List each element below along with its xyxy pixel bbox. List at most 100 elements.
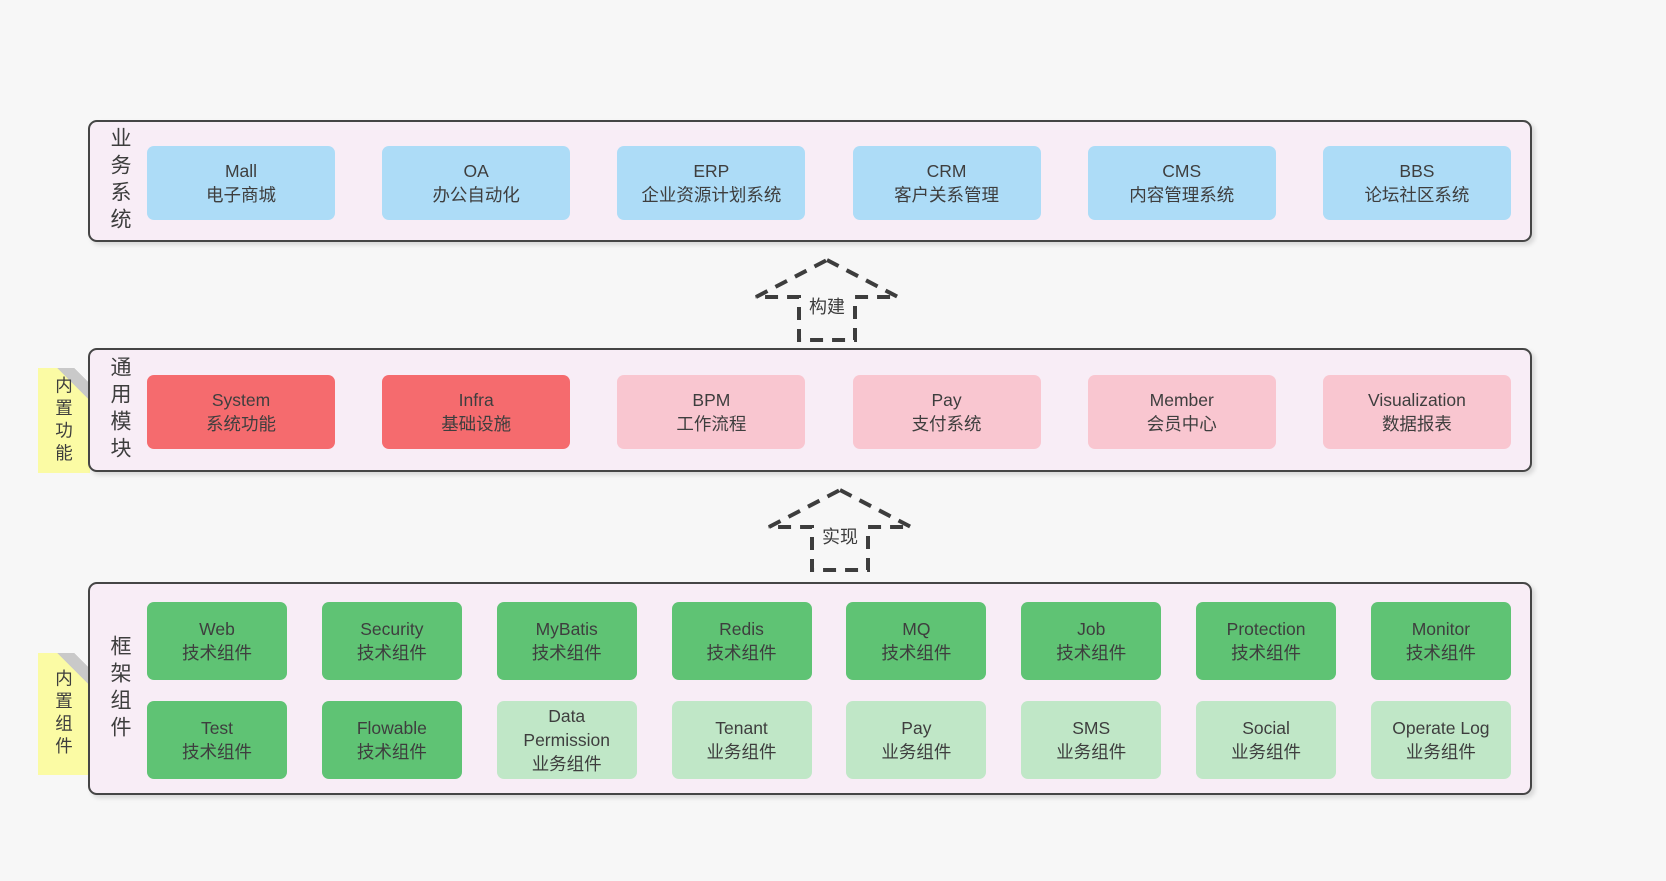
module-subtitle: 技术组件 <box>531 643 602 663</box>
sticky-note-builtin-components: 内置组件 <box>38 653 90 775</box>
module-title: Mall <box>224 161 258 181</box>
module-subtitle: 技术组件 <box>1405 643 1476 663</box>
module-box-bbs: BBS 论坛社区系统 <box>1322 146 1511 220</box>
module-subtitle: 电子商城 <box>206 185 276 205</box>
module-box-security: Security 技术组件 <box>321 602 462 680</box>
section-label-framework-components: 框架组件 <box>108 634 131 743</box>
module-title: CRM <box>926 161 967 181</box>
module-title: Security <box>360 619 424 639</box>
common-modules-row: System 系统功能 Infra 基础设施 BPM 工作流程 Pay 支付系统 Member 会… <box>147 375 1511 449</box>
module-box-pay: Pay 业务组件 <box>846 701 987 779</box>
module-subtitle: 业务组件 <box>1231 742 1302 762</box>
module-subtitle: 技术组件 <box>356 742 427 762</box>
module-title: BPM <box>692 390 731 410</box>
sticky-note-builtin-components-label: 内置组件 <box>53 669 74 759</box>
module-subtitle: 支付系统 <box>911 414 982 434</box>
arrow-build: 构建 <box>752 257 902 343</box>
module-title: Operate Log <box>1392 718 1490 738</box>
module-title: Monitor <box>1411 619 1471 639</box>
module-subtitle: 业务组件 <box>1056 742 1127 762</box>
module-box-mq: MQ 技术组件 <box>846 602 987 680</box>
module-title: Web <box>199 619 235 639</box>
module-subtitle: 技术组件 <box>356 643 427 663</box>
module-subtitle: 内容管理系统 <box>1129 185 1235 205</box>
module-box-social: Social 业务组件 <box>1196 701 1337 779</box>
module-box-oa: OA 办公自动化 <box>382 146 571 220</box>
module-subtitle: 业务组件 <box>1405 742 1476 762</box>
module-subtitle: 数据报表 <box>1381 414 1452 434</box>
module-title: Pay <box>931 390 962 410</box>
module-subtitle: 企业资源计划系统 <box>641 185 782 205</box>
module-title: Infra <box>458 390 494 410</box>
business-systems-row: Mall 电子商城 OA 办公自动化 ERP 企业资源计划系统 CRM 客户关系管理 CMS 内容… <box>147 146 1511 220</box>
module-title: MyBatis <box>535 619 598 639</box>
module-title: Data Permission <box>523 706 610 750</box>
module-box-mybatis: MyBatis 技术组件 <box>496 602 637 680</box>
module-subtitle: 技术组件 <box>1231 643 1302 663</box>
section-business-systems: 业务系统 Mall 电子商城 OA 办公自动化 ERP 企业资源计划系统 CRM 客户关系管理… <box>88 120 1532 242</box>
module-box-crm: CRM 客户关系管理 <box>852 146 1041 220</box>
module-box-protection: Protection 技术组件 <box>1196 602 1337 680</box>
module-box-member: Member 会员中心 <box>1087 375 1276 449</box>
section-label-business-systems: 业务系统 <box>108 127 131 235</box>
module-box-monitor: Monitor 技术组件 <box>1370 602 1511 680</box>
module-box-tenant: Tenant 业务组件 <box>671 701 812 779</box>
module-title: Test <box>200 718 234 738</box>
module-subtitle: 基础设施 <box>441 414 512 434</box>
module-box-web: Web 技术组件 <box>147 602 287 680</box>
module-subtitle: 业务组件 <box>706 742 777 762</box>
module-title: Redis <box>719 619 764 639</box>
module-box-bpm: BPM 工作流程 <box>617 375 806 449</box>
section-common-modules: 通用模块 System 系统功能 Infra 基础设施 BPM 工作流程 Pay 支付系统 Me… <box>88 348 1532 472</box>
module-title: System <box>211 390 271 410</box>
arrow-build-label: 构建 <box>806 293 848 319</box>
module-title: ERP <box>693 161 730 181</box>
module-subtitle: 客户关系管理 <box>894 185 1000 205</box>
module-title: CMS <box>1162 161 1202 181</box>
module-box-job: Job 技术组件 <box>1021 602 1162 680</box>
module-title: BBS <box>1399 161 1435 181</box>
module-box-visualization: Visualization 数据报表 <box>1322 375 1511 449</box>
module-title: Tenant <box>715 718 768 738</box>
module-box-test: Test 技术组件 <box>147 701 287 779</box>
module-box-mall: Mall 电子商城 <box>147 146 335 220</box>
module-subtitle: 办公自动化 <box>432 185 520 205</box>
module-box-cms: CMS 内容管理系统 <box>1087 146 1276 220</box>
module-title: Pay <box>901 718 932 738</box>
module-subtitle: 技术组件 <box>182 643 252 663</box>
module-subtitle: 工作流程 <box>676 414 747 434</box>
arrow-implement: 实现 <box>765 487 915 573</box>
module-title: OA <box>463 161 489 181</box>
module-title: Visualization <box>1367 390 1466 410</box>
module-title: Job <box>1077 619 1106 639</box>
arrow-implement-label: 实现 <box>819 523 861 549</box>
module-subtitle: 业务组件 <box>881 742 952 762</box>
module-subtitle: 技术组件 <box>881 643 952 663</box>
module-title: Protection <box>1226 619 1306 639</box>
module-box-system: System 系统功能 <box>147 375 335 449</box>
module-subtitle: 论坛社区系统 <box>1364 185 1470 205</box>
module-box-infra: Infra 基础设施 <box>382 375 571 449</box>
module-subtitle: 技术组件 <box>1056 643 1127 663</box>
sticky-note-builtin-functions: 内置功能 <box>38 368 90 473</box>
module-subtitle: 会员中心 <box>1146 414 1217 434</box>
module-title: SMS <box>1072 718 1111 738</box>
module-title: Social <box>1242 718 1290 738</box>
module-subtitle: 系统功能 <box>206 414 276 434</box>
module-title: MQ <box>902 619 931 639</box>
module-subtitle: 技术组件 <box>706 643 777 663</box>
module-box-pay: Pay 支付系统 <box>852 375 1041 449</box>
section-label-common-modules: 通用模块 <box>108 356 131 464</box>
module-box-sms: SMS 业务组件 <box>1021 701 1162 779</box>
module-box-operate-log: Operate Log 业务组件 <box>1370 701 1511 779</box>
module-title: Member <box>1149 390 1214 410</box>
module-box-erp: ERP 企业资源计划系统 <box>617 146 806 220</box>
sticky-note-builtin-functions-label: 内置功能 <box>53 375 74 466</box>
module-subtitle: 技术组件 <box>182 742 252 762</box>
module-box-redis: Redis 技术组件 <box>671 602 812 680</box>
